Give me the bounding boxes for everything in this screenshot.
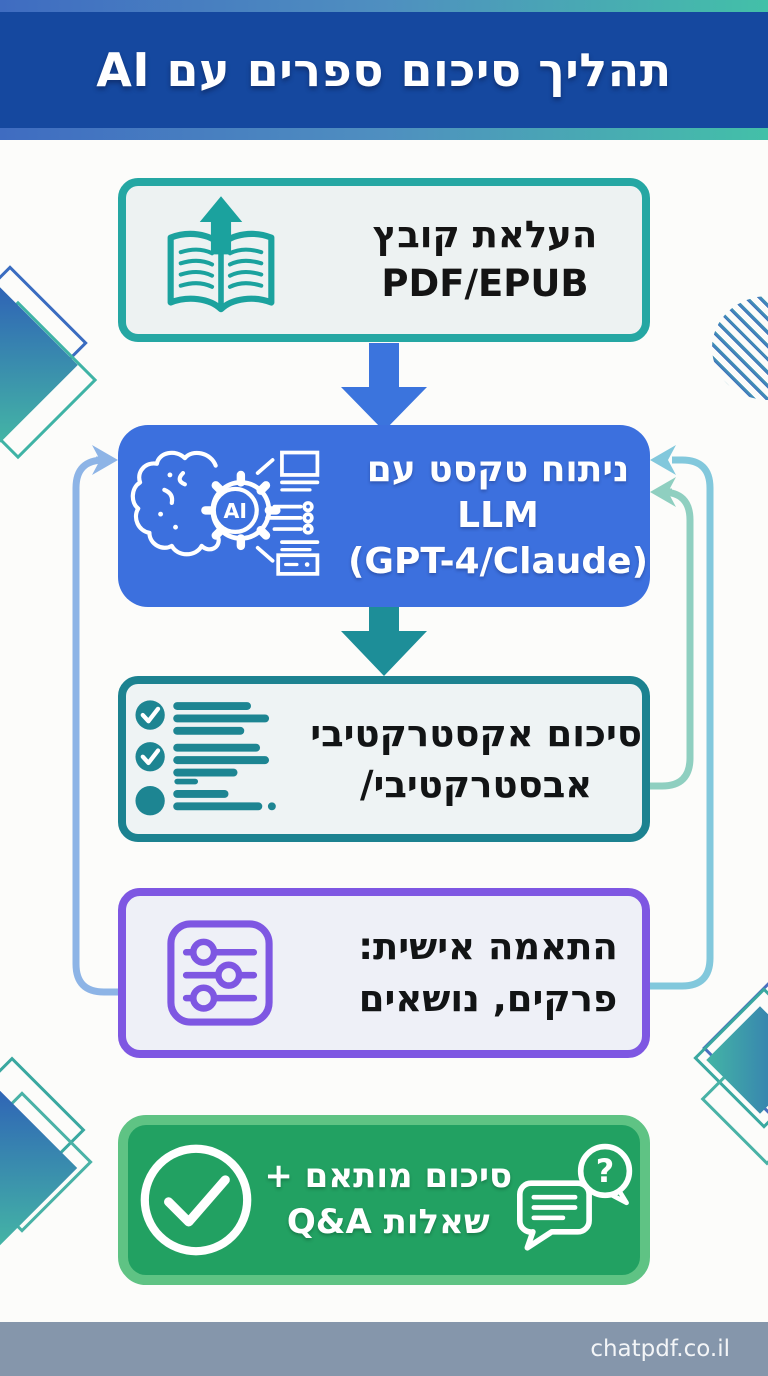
arrow-down-icon-2 [341, 605, 427, 676]
step-5-label: סיכום מותאם + שאלות Q&A [264, 1154, 512, 1246]
checklist-icon [126, 697, 296, 821]
step-2-label-line-1: ניתוח טקסט עם [366, 449, 630, 491]
step-4-label-line-2: פרקים, נושאים [358, 977, 618, 1020]
step-3-label: סיכום אקסטרקטיבי אבסטרקטיבי/ [296, 708, 642, 810]
header-gradient-strip-bottom [0, 128, 768, 140]
header: תהליך סיכום ספרים עם AI [0, 12, 768, 128]
book-upload-icon [126, 194, 316, 326]
ai-icon-label: AI [224, 499, 248, 523]
chat-question-icon: ? [512, 1141, 640, 1259]
step-1-label: העלאת קובץ PDF/EPUB [316, 211, 642, 309]
arrow-down-icon-1 [341, 343, 427, 431]
step-2-label-line-3: (GPT-4/Claude) [347, 540, 649, 582]
feedback-arrow-right-outer [650, 445, 714, 990]
step-1-upload-box: העלאת קובץ PDF/EPUB [118, 178, 650, 342]
step-4-label: התאמה אישית: פרקים, נושאים [314, 921, 642, 1025]
step-5-label-line-2: שאלות Q&A [286, 1202, 490, 1242]
step-2-llm-box: AI ניתוח טקסט עם LLM (GPT-4/Claude) [118, 425, 650, 607]
step-2-label: ניתוח טקסט עם LLM (GPT-4/Claude) [332, 447, 650, 584]
step-3-summary-box: סיכום אקסטרקטיבי אבסטרקטיבי/ [118, 676, 650, 842]
footer: chatpdf.co.il [0, 1322, 768, 1376]
sliders-icon [126, 913, 314, 1033]
check-circle-icon [128, 1136, 264, 1264]
step-3-label-line-1: סיכום אקסטרקטיבי [310, 711, 642, 755]
feedback-arrow-right-inner [650, 477, 694, 790]
website-url: chatpdf.co.il [590, 1336, 730, 1362]
step-5-label-line-1: סיכום מותאם + [264, 1156, 513, 1197]
header-gradient-strip-top [0, 0, 768, 12]
step-2-label-line-2: LLM [457, 495, 539, 537]
page-title: תהליך סיכום ספרים עם AI [96, 43, 672, 97]
step-4-customize-box: התאמה אישית: פרקים, נושאים [118, 888, 650, 1058]
ai-brain-icon: AI [118, 441, 332, 591]
feedback-arrow-left [72, 445, 118, 996]
step-5-result-box: סיכום מותאם + שאלות Q&A ? [118, 1115, 650, 1285]
step-3-label-line-2: אבסטרקטיבי/ [359, 763, 593, 806]
step-1-label-line-2: PDF/EPUB [381, 262, 589, 305]
question-mark-glyph: ? [596, 1152, 614, 1190]
step-1-label-line-1: העלאת קובץ [372, 213, 598, 257]
step-4-label-line-1: התאמה אישית: [358, 925, 618, 969]
